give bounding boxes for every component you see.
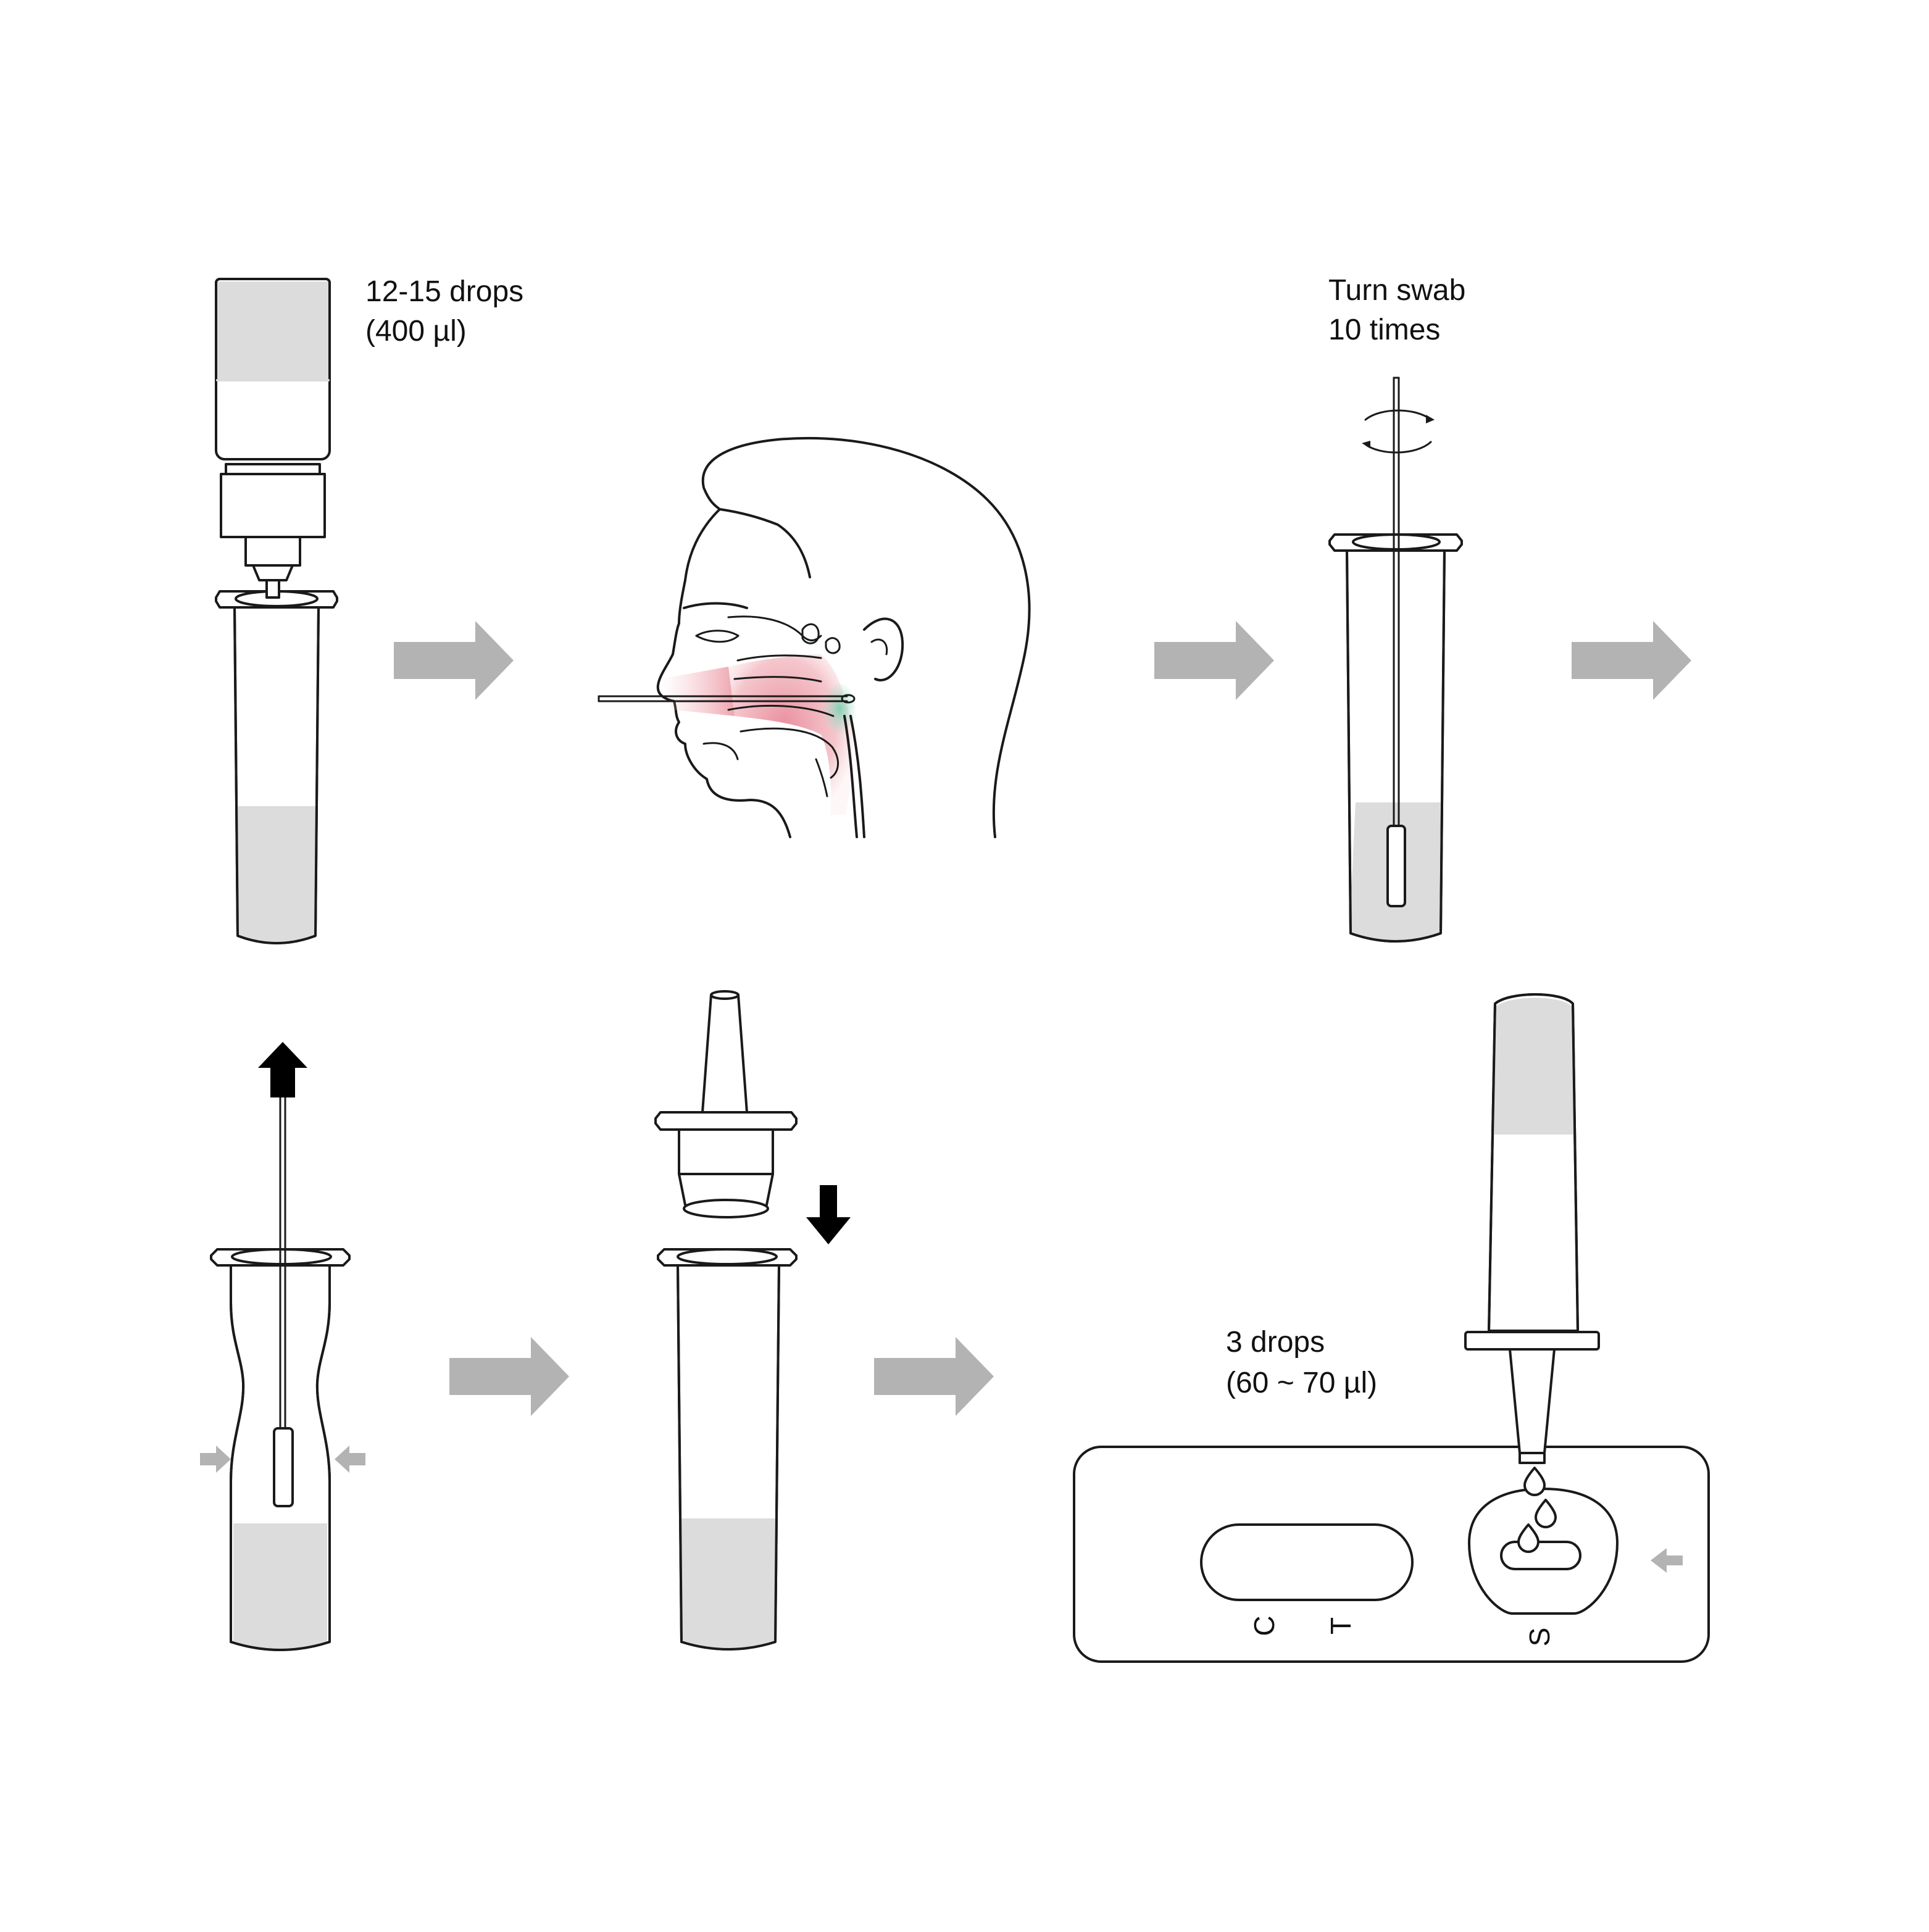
buffer-liquid	[233, 1523, 327, 1649]
test-cassette: C T S	[1073, 1446, 1710, 1663]
step3-instruction-line1: Turn swab	[1328, 274, 1465, 307]
down-arrow-icon	[806, 1185, 851, 1244]
right-arrow-icon	[394, 621, 514, 700]
step1-volume-line1: 12-15 drops	[365, 275, 523, 308]
step6-apply-drops: 3 drops (60 ~ 70 µl) C T S	[1073, 993, 1710, 1663]
step1-buffer-drops: 12-15 drops (400 µl)	[215, 275, 523, 944]
buffer-bottle	[215, 278, 331, 599]
squeeze-arrow-icon	[200, 1446, 231, 1473]
extraction-tube	[215, 579, 338, 944]
squeeze-arrow-icon	[1651, 1548, 1683, 1573]
sample-well-label: S	[1523, 1628, 1556, 1647]
squeeze-arrow-icon	[335, 1446, 365, 1473]
step6-volume-line1: 3 drops	[1226, 1326, 1325, 1359]
test-line-label: T	[1325, 1617, 1357, 1634]
step1-volume-line2: (400 µl)	[365, 315, 467, 348]
nozzle-cap	[654, 990, 798, 1218]
swab-tip	[1386, 825, 1406, 907]
step5-attach-nozzle	[654, 990, 851, 1651]
right-arrow-icon	[449, 1337, 569, 1416]
step4-squeeze-remove	[200, 1042, 365, 1651]
step3-turn-swab: Turn swab 10 times	[1328, 274, 1465, 943]
nasal-cavity	[728, 654, 853, 815]
right-arrow-icon	[1154, 621, 1274, 700]
up-arrow-icon	[258, 1042, 307, 1097]
dropper-tube	[1464, 993, 1600, 1496]
right-arrow-icon	[1572, 621, 1691, 700]
buffer-liquid	[1493, 997, 1574, 1135]
control-line-label: C	[1248, 1615, 1280, 1636]
right-arrow-icon	[874, 1337, 994, 1416]
buffer-liquid	[681, 1518, 775, 1649]
drop-icon	[1523, 1467, 1546, 1496]
result-window	[1200, 1523, 1414, 1601]
rotate-icon	[1362, 409, 1435, 454]
step2-nasal-swab	[598, 436, 1031, 838]
step6-volume-line2: (60 ~ 70 µl)	[1226, 1367, 1377, 1399]
nasopharynx-area	[823, 684, 856, 733]
swab-tip	[273, 1427, 294, 1507]
step3-instruction-line2: 10 times	[1328, 314, 1440, 346]
extraction-tube	[657, 1248, 798, 1651]
buffer-liquid	[237, 806, 316, 943]
